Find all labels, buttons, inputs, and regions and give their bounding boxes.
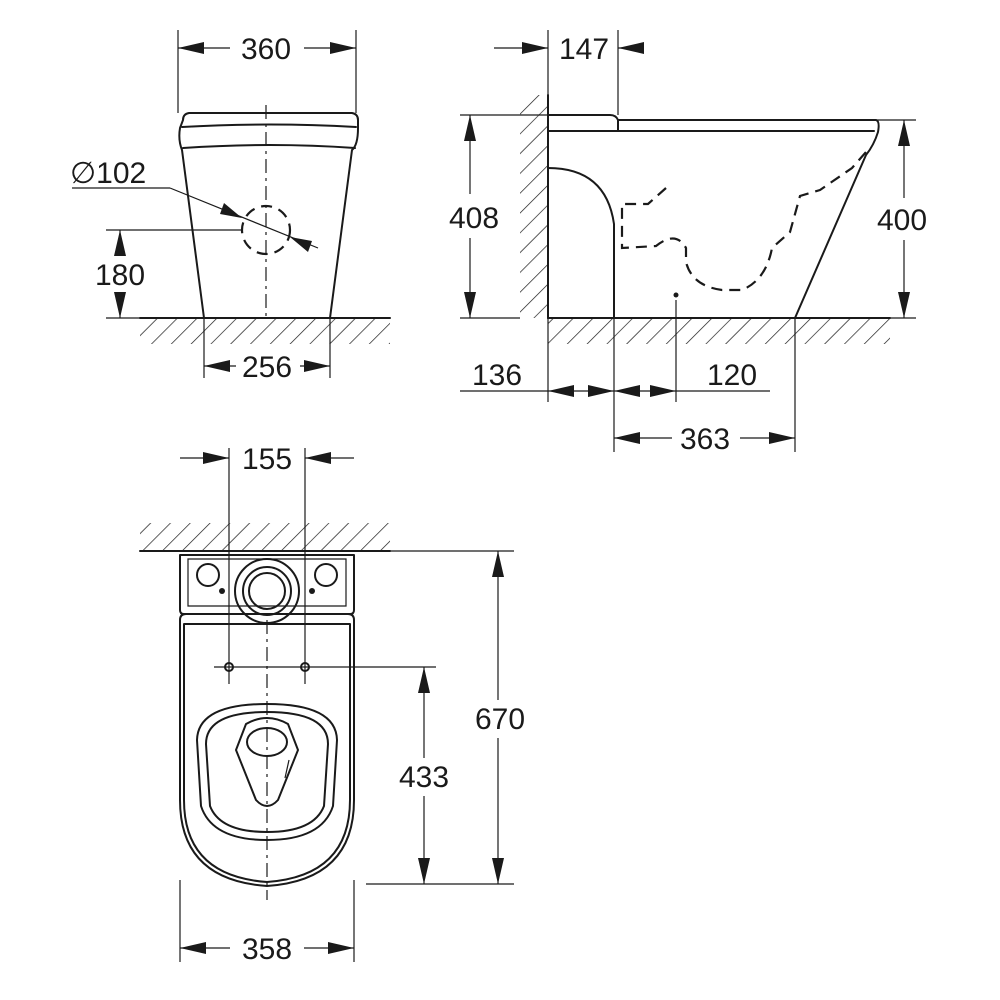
floor-hatch-side bbox=[548, 318, 890, 344]
front-view: 360 ∅102 180 256 bbox=[70, 30, 391, 384]
top-view: 155 670 433 358 bbox=[139, 443, 525, 966]
dim-width-base: 256 bbox=[242, 351, 292, 384]
dim-length-total: 670 bbox=[475, 703, 525, 736]
dim-drain-height: 180 bbox=[95, 259, 145, 292]
dim-depth-rear: 136 bbox=[472, 359, 522, 392]
wall-hatch-top bbox=[140, 523, 390, 551]
floor-hatch-front bbox=[140, 318, 390, 344]
front-body-outline bbox=[178, 112, 359, 319]
dim-drain-diameter: ∅102 bbox=[70, 157, 146, 190]
wall-hatch bbox=[520, 95, 548, 318]
trapway-dashed bbox=[620, 151, 867, 292]
side-body-outline bbox=[547, 114, 880, 319]
dim-depth-base: 363 bbox=[680, 423, 730, 456]
bowl-outline bbox=[179, 613, 355, 887]
dim-height-total: 408 bbox=[449, 202, 499, 235]
dim-length-to-fix: 433 bbox=[399, 761, 449, 794]
dim-fixing-spacing: 155 bbox=[242, 443, 292, 476]
dim-width-bowl: 358 bbox=[242, 933, 292, 966]
dim-width-top: 360 bbox=[241, 33, 291, 66]
dim-depth-fix: 120 bbox=[707, 359, 757, 392]
dim-height-bowl: 400 bbox=[877, 204, 927, 237]
side-view: 147 408 400 136 120 363 bbox=[449, 30, 927, 456]
dim-wall-offset: 147 bbox=[559, 33, 609, 66]
